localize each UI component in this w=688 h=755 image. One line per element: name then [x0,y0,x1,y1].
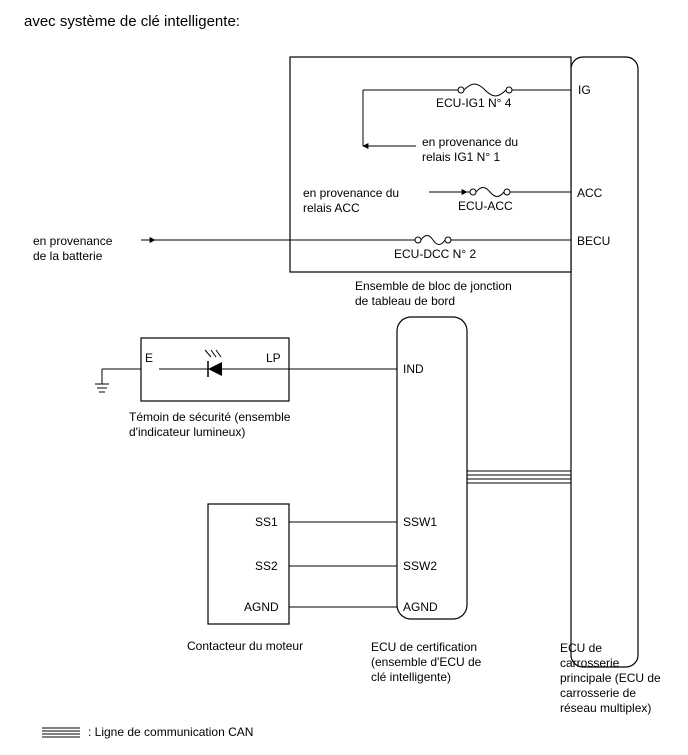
certification-ecu-name-line3: clé intelligente) [371,670,451,684]
main-body-ecu-name-line3: principale (ECU de [560,671,661,685]
junction-block-name-line1: Ensemble de bloc de jonction [355,279,512,293]
fuse-ecu-ig1-label: ECU-IG1 N° 4 [436,96,512,110]
main-body-ecu-name-line1: ECU de [560,641,602,655]
acc-relay-line2: relais ACC [303,201,360,215]
pin-ssw2: SSW2 [403,559,437,573]
pin-ig: IG [578,83,591,97]
pin-lp: LP [266,351,281,365]
pin-ind: IND [403,362,424,376]
diagram-title: avec système de clé intelligente: [24,13,240,30]
engine-switch-name: Contacteur du moteur [187,639,303,653]
ig1-relay-line2: relais IG1 N° 1 [422,150,500,164]
can-bus-lines [467,470,571,484]
engine-switch [207,503,290,625]
main-body-ecu-name-line2: carrosserie [560,656,620,670]
fuse-ecu-acc-symbol [469,187,511,197]
ig1-relay-line1: en provenance du [422,135,518,149]
fuse-ecu-acc-label: ECU-ACC [458,199,513,213]
pin-e: E [145,351,153,365]
led-icon [204,349,222,377]
pin-acc: ACC [577,186,603,200]
pin-agnd-switch: AGND [244,600,279,614]
security-indicator-name-line2: d'indicateur lumineux) [129,425,245,439]
certification-ecu-name-line1: ECU de certification [371,640,477,654]
battery-line2: de la batterie [33,249,103,263]
can-legend-symbol [42,727,80,738]
junction-block-name-line2: de tableau de bord [355,294,455,308]
fuse-ecu-dcc-symbol [414,235,452,245]
pin-ss1: SS1 [255,515,278,529]
certification-ecu [396,316,468,620]
fuse-ecu-dcc-label: ECU-DCC N° 2 [394,247,476,261]
main-body-ecu-name-line4: carrosserie de [560,686,636,700]
pin-ssw1: SSW1 [403,515,437,529]
battery-line1: en provenance [33,234,113,248]
legend-label: : Ligne de communication CAN [88,725,253,739]
certification-ecu-name-line2: (ensemble d'ECU de [371,655,482,669]
junction-block [289,56,572,273]
pin-agnd-certification: AGND [403,600,438,614]
fuse-ecu-ig1-symbol [457,83,513,97]
ground-icon [95,383,109,393]
pin-ss2: SS2 [255,559,278,573]
acc-relay-line1: en provenance du [303,186,399,200]
main-body-ecu-name-line5: réseau multiplex) [560,701,651,715]
main-body-ecu [570,56,639,668]
security-indicator-name-line1: Témoin de sécurité (ensemble [129,410,291,424]
pin-becu: BECU [577,234,610,248]
